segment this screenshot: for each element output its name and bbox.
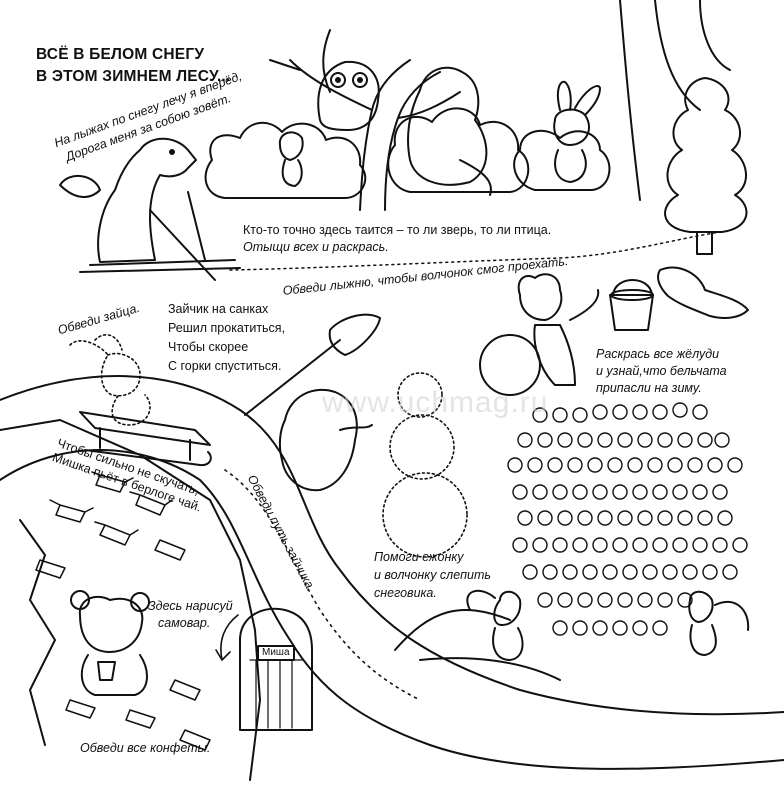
squirrel-left-bottom: [466, 589, 524, 661]
bucket: [609, 279, 654, 331]
den-outline: [0, 419, 261, 781]
samovar-task: Здесь нарисуй самовар.: [148, 598, 233, 632]
scarf: [657, 266, 749, 319]
squirrel-right-bottom: [688, 590, 750, 656]
hedgehog: [278, 388, 373, 492]
sled-poem-line-2: Решил прокатиться,: [168, 321, 286, 335]
title-line-1: ВСЁ В БЕЛОМ СНЕГУ: [36, 46, 205, 63]
hare-path-track: [224, 469, 421, 701]
snowy-bushes: [204, 107, 611, 199]
snowman-task-line-1: Помоги ежонку: [374, 550, 464, 564]
acorn-task-line-3: припасли на зиму.: [596, 381, 702, 395]
fir-tree: [664, 77, 748, 255]
right-tree-trunk: [619, 0, 731, 201]
snowman-outline: [382, 372, 468, 558]
wolf-cub: [517, 273, 600, 386]
acorn-task-line-1: Раскрась все жёлуди: [596, 347, 720, 361]
snowman-task-line-3: снеговика.: [374, 586, 437, 600]
snow-path: [0, 375, 784, 770]
hidden-task-line-1: Кто-то точно здесь таится – то ли зверь,…: [243, 223, 552, 237]
hidden-animals-task: Кто-то точно здесь таится – то ли зверь,…: [243, 222, 551, 256]
bear: [70, 590, 150, 696]
samovar-arrow: [215, 614, 239, 661]
watermark: www.uchmag.ru: [322, 386, 549, 419]
ski-track: [229, 231, 721, 271]
owl: [317, 60, 380, 131]
hare-top: [553, 80, 601, 183]
acorn-task: Раскрась все жёлуди и узнай,что бельчата…: [596, 346, 727, 397]
hidden-task-line-2: Отыщи всех и раскрась.: [243, 240, 389, 254]
candy-task: Обведи все конфеты.: [80, 741, 211, 755]
title-line-2: В ЭТОМ ЗИМНЕМ ЛЕСУ...: [36, 68, 231, 85]
dotted-hare: [69, 334, 151, 426]
squirrel-top: [278, 131, 304, 187]
fox: [407, 66, 492, 196]
acorn-apple-grid: [507, 402, 748, 636]
door-sign: Миша: [262, 647, 290, 658]
candies: [35, 471, 211, 751]
samovar-task-line-1: Здесь нарисуй: [148, 599, 233, 613]
broom: [244, 313, 381, 416]
sled-poem-line-3: Чтобы скорее: [168, 340, 249, 354]
snowman-task-line-2: и волчонку слепить: [374, 568, 491, 582]
samovar-task-line-2: самовар.: [158, 616, 211, 630]
page-title: ВСЁ В БЕЛОМ СНЕГУ В ЭТОМ ЗИМНЕМ ЛЕСУ...: [36, 44, 230, 88]
sled-poem: Зайчик на санках Решил прокатиться, Чтоб…: [168, 300, 285, 376]
wolf-on-skis: [59, 137, 241, 281]
snowman-task: Помоги ежонку и волчонку слепить снегови…: [374, 548, 491, 602]
acorn-task-line-2: и узнай,что бельчата: [596, 364, 727, 378]
sled-poem-line-4: С горки спуститься.: [168, 359, 282, 373]
snowball: [479, 334, 541, 396]
sled-poem-line-1: Зайчик на санках: [168, 302, 269, 316]
den-door: [239, 607, 313, 731]
